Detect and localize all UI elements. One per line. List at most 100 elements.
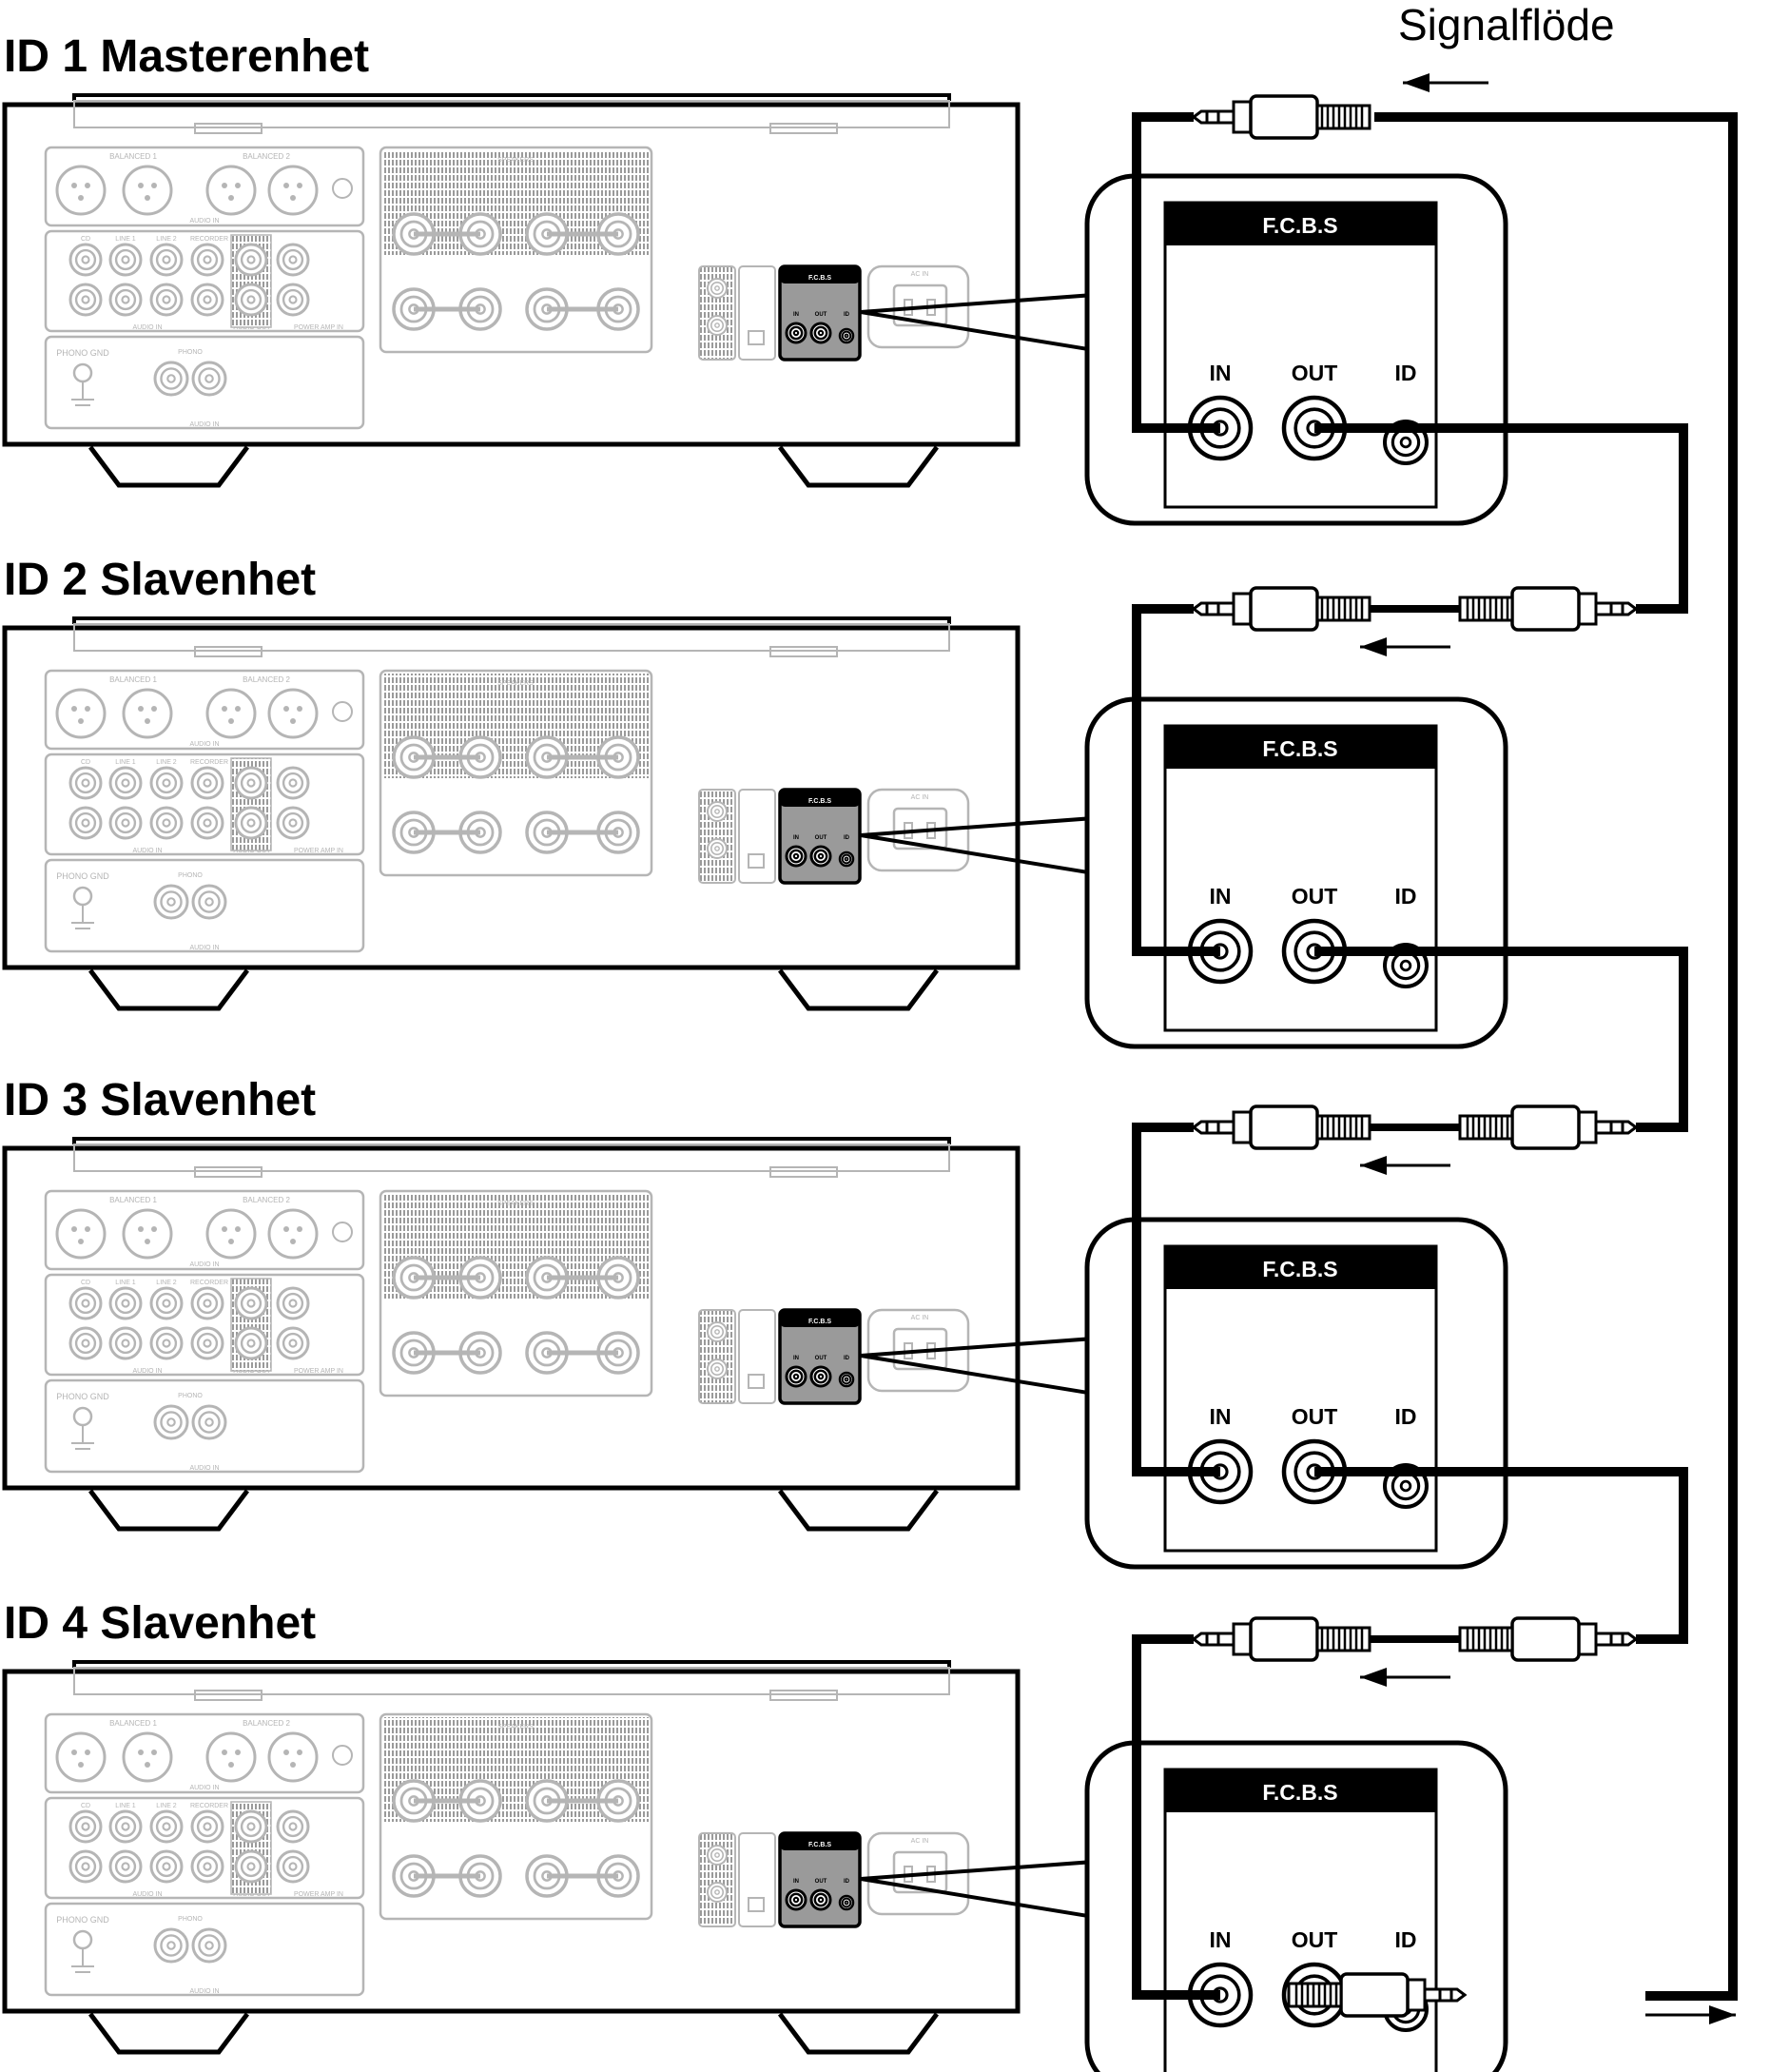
rca-jack-bottom-5 (234, 806, 268, 840)
remote-jack-in (707, 801, 728, 822)
ac-in-label: AC IN (911, 1315, 929, 1321)
xlr-input-4 (267, 1731, 319, 1783)
recorder-label: RECORDER (190, 1280, 228, 1286)
fcbs-small-in-jack (785, 845, 807, 868)
plug-unit4-out (1287, 1972, 1468, 2018)
phono-jack-right (191, 1927, 227, 1964)
rca-jack-bottom-2 (108, 283, 143, 317)
speakers-label: SPEAKERS (497, 157, 534, 164)
phono-panel (44, 858, 365, 953)
foot-left (88, 2012, 249, 2055)
xlr-input-1 (55, 688, 107, 739)
foot-left (88, 968, 249, 1011)
fcbs-small-id-jack (838, 850, 855, 868)
phono-ground-screw (72, 1406, 93, 1427)
ground-symbol-icon (71, 382, 94, 406)
fcbs-panel-header (1165, 1246, 1436, 1289)
rca-jack-bottom-1 (68, 1326, 103, 1360)
speakers-label: SPEAKERS (497, 680, 534, 687)
balanced-input-panel (44, 1712, 365, 1794)
fcbs-small-in-label: IN (793, 1356, 799, 1361)
rca-jack-bottom-5 (234, 1326, 268, 1360)
line2-label: LINE 2 (156, 759, 177, 766)
rca-audio-in-label: AUDIO IN (132, 1368, 162, 1375)
speaker-panel (379, 146, 653, 354)
ac-in-label: AC IN (911, 271, 929, 278)
rca-audio-in-label: AUDIO IN (132, 1891, 162, 1898)
fcbs-small-out-jack (809, 1365, 832, 1388)
phono-gnd-label: PHONO GND (56, 348, 109, 358)
power-amp-in-label: POWER AMP IN (294, 1891, 343, 1898)
fcbs-in-label: IN (1210, 884, 1232, 909)
line1-label: LINE 1 (115, 236, 136, 243)
zoom-lines (860, 1337, 1095, 1396)
rca-jack-bottom-2 (108, 1849, 143, 1884)
fcbs-id-label: ID (1395, 361, 1417, 385)
fcbs-out-label: OUT (1292, 361, 1338, 385)
fcbs-out-label: OUT (1292, 1404, 1338, 1429)
cable-out-2 (1314, 947, 1688, 1132)
cd-label: CD (81, 1803, 90, 1809)
speakers-label: SPEAKERS (497, 1201, 534, 1207)
zoom-lines (860, 816, 1095, 875)
rca-jack-bottom-1 (68, 806, 103, 840)
audio-in-label: AUDIO IN (189, 1785, 219, 1791)
phono-jack-right (191, 884, 227, 920)
balanced-input-panel (44, 146, 365, 227)
rca-jack-bottom-4 (190, 806, 224, 840)
rca-jack-top-2 (108, 766, 143, 800)
rca-jack-bottom-1 (68, 1849, 103, 1884)
cable-out-1 (1314, 423, 1688, 614)
foot-right (778, 2012, 939, 2055)
balanced1-label: BALANCED 1 (109, 1196, 157, 1204)
ground-terminal (332, 178, 353, 199)
power-amp-in-label: POWER AMP IN (294, 1368, 343, 1375)
signal-flow-arrow-2 (1360, 1156, 1450, 1175)
xlr-input-1 (55, 1208, 107, 1260)
cable-return-loop (1374, 112, 1738, 2001)
phono-jack-left (153, 1927, 189, 1964)
fcbs-small-out-label: OUT (815, 835, 827, 841)
xlr-input-1 (55, 165, 107, 216)
fcbs-out-label: OUT (1292, 1927, 1338, 1952)
rca-input-panel (44, 1273, 365, 1377)
balanced2-label: BALANCED 2 (243, 1196, 290, 1204)
rca-jack-bottom-6 (276, 1849, 310, 1884)
fcbs-id-label: ID (1395, 884, 1417, 909)
phono-ground-screw (72, 1929, 93, 1950)
speaker-panel (379, 1712, 653, 1921)
fcbs-small-in-jack (785, 1365, 807, 1388)
xlr-input-4 (267, 165, 319, 216)
balanced1-label: BALANCED 1 (109, 1719, 157, 1728)
recorder-label: RECORDER (190, 759, 228, 766)
remote-jack-out (707, 1882, 728, 1903)
xlr-input-2 (122, 1208, 173, 1260)
ac-inlet (866, 264, 970, 349)
plug-in-side-3 (1191, 1616, 1371, 1662)
cd-label: CD (81, 236, 90, 243)
rca-jack-bottom-5 (234, 283, 268, 317)
cable-out-3 (1314, 1467, 1688, 1644)
rca-jack-top-4 (190, 766, 224, 800)
xlr-input-2 (122, 165, 173, 216)
phono-jack-right (191, 1404, 227, 1440)
power-amp-in-label: POWER AMP IN (294, 324, 343, 331)
ground-symbol-icon (71, 1426, 94, 1450)
rca-jack-bottom-4 (190, 1849, 224, 1884)
fcbs-small-out-label: OUT (815, 1879, 827, 1885)
phono-audio-in-label: AUDIO IN (189, 945, 219, 951)
rca-jack-top-3 (149, 766, 184, 800)
zoom-lines (860, 293, 1095, 352)
line2-label: LINE 2 (156, 1280, 177, 1286)
balanced2-label: BALANCED 2 (243, 675, 290, 684)
phono-audio-in-label: AUDIO IN (189, 421, 219, 428)
rca-jack-top-6 (276, 766, 310, 800)
unit-label: ID 2 Slavenhet (4, 555, 316, 605)
plug-out-side-1 (1458, 586, 1639, 632)
rca-jack-bottom-6 (276, 806, 310, 840)
rca-jack-top-4 (190, 1286, 224, 1320)
